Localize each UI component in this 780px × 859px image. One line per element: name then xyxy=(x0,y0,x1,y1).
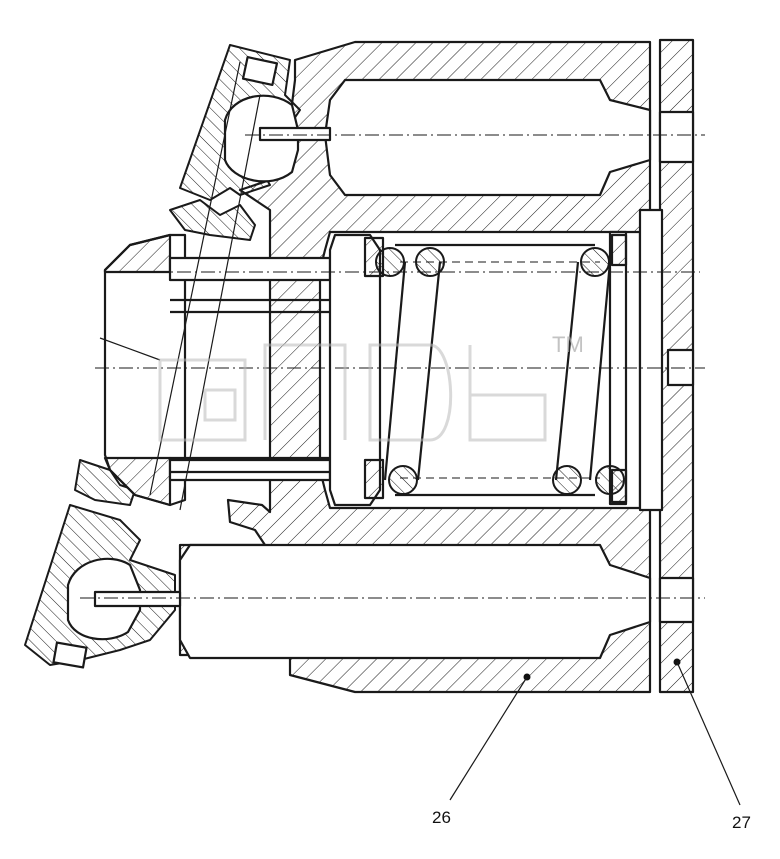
watermark-tm: TM xyxy=(552,332,584,357)
lower-slipper-assembly xyxy=(24,459,182,669)
spring xyxy=(375,243,625,497)
callout-27-label: 27 xyxy=(732,813,751,832)
cylinder-block xyxy=(178,40,652,694)
watermark-logo: TM xyxy=(158,332,584,442)
callout-26: 26 xyxy=(432,673,531,827)
callout-26-label: 26 xyxy=(432,808,451,827)
callout-27: 27 xyxy=(673,658,751,832)
callout-27-leader xyxy=(676,661,741,806)
callout-26-leader xyxy=(449,676,528,801)
end-plate xyxy=(638,38,695,694)
